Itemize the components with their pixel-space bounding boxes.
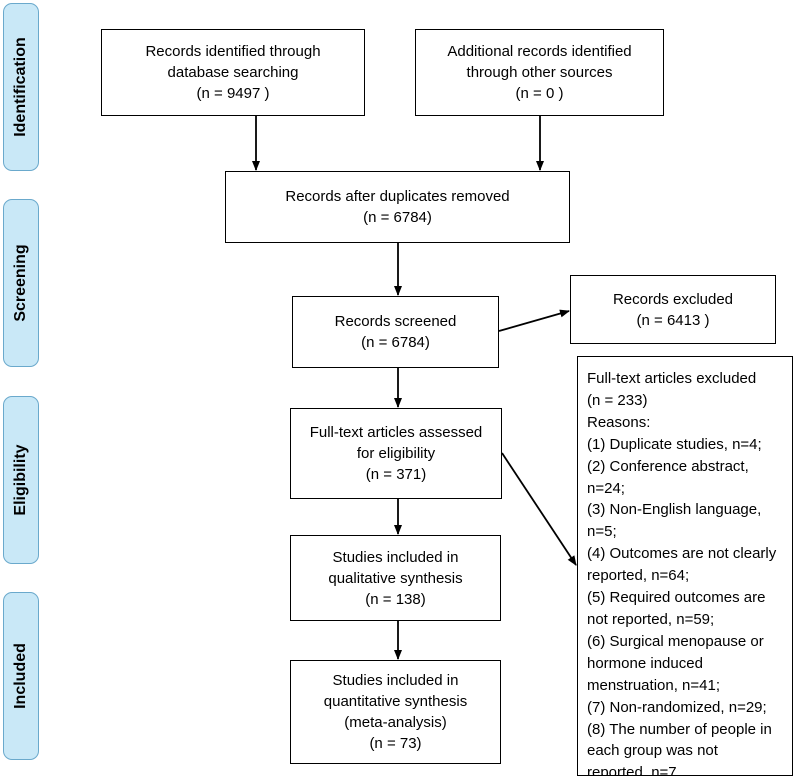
database-records-line-2: database searching	[167, 64, 299, 81]
reason-line: (7) Non-randomized, n=29;	[587, 698, 767, 716]
reason-line: (2) Conference abstract,	[587, 457, 749, 475]
qualitative-line-1: Studies included in	[332, 548, 459, 566]
fulltext-assessed-count: (n = 371)	[365, 466, 427, 483]
phase-eligibility: Eligibility	[3, 396, 39, 564]
records-excluded-line-1: Records excluded	[612, 290, 734, 308]
reason-line: reported, n=64;	[587, 567, 690, 585]
reason-line: menstruation, n=41;	[587, 676, 721, 694]
qualitative-count: (n = 138)	[365, 590, 426, 608]
phase-screening: Screening	[3, 199, 39, 367]
records-screened-box: Records screened (n = 6784)	[292, 296, 499, 368]
database-records-line-1: Records identified through	[145, 43, 321, 60]
fulltext-assessed-box: Full-text articles assessed for eligibil…	[290, 408, 502, 499]
reason-line: (5) Required outcomes are	[587, 589, 766, 607]
quantitative-synthesis-box: Studies included in quantitative synthes…	[290, 660, 501, 764]
other-records-count: (n = 0 )	[515, 85, 564, 102]
after-duplicates-box: Records after duplicates removed (n = 67…	[225, 171, 570, 243]
fulltext-excluded-title: Full-text articles excluded	[587, 370, 757, 387]
phase-included-label: Included	[12, 643, 29, 709]
qualitative-synthesis-box: Studies included in qualitative synthesi…	[290, 535, 501, 621]
records-screened-count: (n = 6784)	[361, 334, 430, 351]
fulltext-excluded-count: (n = 233)	[587, 391, 648, 409]
database-records-count: (n = 9497 )	[196, 85, 270, 102]
other-records-box: Additional records identified through ot…	[415, 29, 664, 116]
after-duplicates-count: (n = 6784)	[363, 209, 432, 226]
reason-line: n=5;	[587, 523, 617, 541]
reason-line: reported, n=7.	[587, 764, 681, 776]
reason-line: (4) Outcomes are not clearly	[587, 545, 777, 563]
phase-included: Included	[3, 592, 39, 760]
records-excluded-box: Records excluded (n = 6413 )	[570, 275, 776, 344]
quantitative-count: (n = 73)	[369, 735, 422, 752]
database-records-box: Records identified through database sear…	[101, 29, 365, 116]
reason-line: (8) The number of people in	[587, 720, 772, 738]
phase-eligibility-label: Eligibility	[12, 444, 29, 516]
other-records-line-1: Additional records identified	[447, 43, 632, 60]
phase-screening-label: Screening	[12, 244, 29, 322]
after-duplicates-line-1: Records after duplicates removed	[285, 188, 510, 205]
fulltext-excluded-box: Full-text articles excluded (n = 233) Re…	[577, 356, 793, 776]
arrow-fulltext-to-excluded	[501, 452, 577, 566]
reason-line: (6) Surgical menopause or	[587, 632, 764, 650]
reason-line: n=24;	[587, 479, 625, 497]
phase-identification-label: Identification	[12, 37, 29, 137]
reasons-heading: Reasons:	[587, 413, 651, 431]
other-records-line-2: through other sources	[466, 64, 613, 81]
qualitative-line-2: qualitative synthesis	[328, 569, 463, 587]
quantitative-line-3: (meta-analysis)	[344, 714, 447, 731]
records-excluded-count: (n = 6413 )	[636, 311, 710, 329]
reason-line: each group was not	[587, 742, 718, 760]
fulltext-assessed-line-2: for eligibility	[356, 445, 436, 462]
reason-line: (1) Duplicate studies, n=4;	[587, 435, 762, 453]
fulltext-assessed-line-1: Full-text articles assessed	[309, 424, 483, 441]
reason-line: (3) Non-English language,	[587, 501, 762, 519]
quantitative-line-2: quantitative synthesis	[323, 693, 468, 710]
reason-line: not reported, n=59;	[587, 610, 715, 628]
records-screened-line-1: Records screened	[334, 313, 457, 330]
arrow-screened-to-excluded	[498, 309, 570, 332]
phase-identification: Identification	[3, 3, 39, 171]
quantitative-line-1: Studies included in	[332, 672, 459, 689]
reason-line: hormone induced	[587, 654, 703, 672]
